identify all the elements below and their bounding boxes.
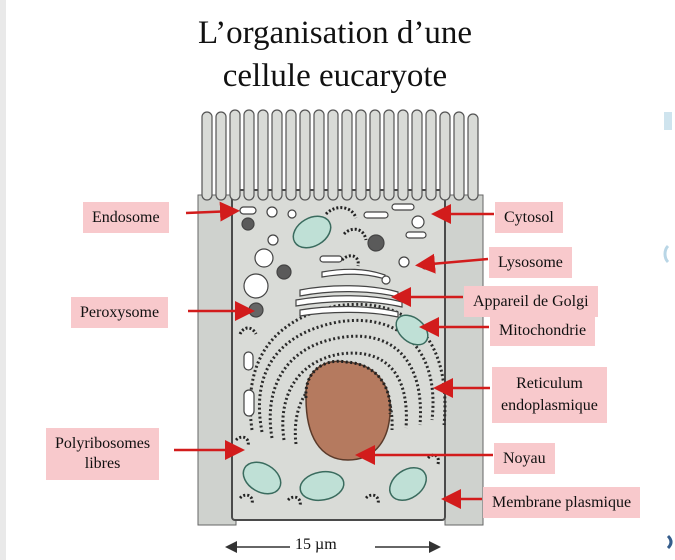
label-mitochondrie: Mitochondrie bbox=[490, 315, 595, 346]
label-endosome: Endosome bbox=[83, 202, 169, 233]
microvilli bbox=[202, 110, 478, 200]
background-artifact-3 bbox=[668, 536, 671, 548]
label-polyribosomes-line-1: Polyribosomes bbox=[55, 434, 150, 454]
nucleus bbox=[306, 361, 390, 460]
label-polyribosomes-line-2: libres bbox=[55, 454, 150, 474]
label-reticulum-line-1: Reticulum bbox=[501, 373, 598, 395]
label-reticulum: Reticulum endoplasmique bbox=[492, 367, 607, 423]
background-artifact-1 bbox=[664, 112, 672, 130]
label-noyau: Noyau bbox=[494, 443, 555, 474]
label-membrane-plasmique: Membrane plasmique bbox=[483, 487, 640, 518]
background-artifact-2 bbox=[665, 246, 668, 262]
label-polyribosomes: Polyribosomes libres bbox=[46, 428, 159, 480]
neighbour-cell-right bbox=[445, 195, 483, 525]
label-reticulum-line-2: endoplasmique bbox=[501, 395, 598, 417]
label-cytosol: Cytosol bbox=[495, 202, 563, 233]
label-golgi: Appareil de Golgi bbox=[464, 286, 598, 317]
scale-bar-label: 15 µm bbox=[295, 536, 337, 554]
label-lysosome: Lysosome bbox=[489, 247, 572, 278]
label-peroxysome: Peroxysome bbox=[71, 297, 168, 328]
neighbour-cell-left bbox=[198, 195, 236, 525]
